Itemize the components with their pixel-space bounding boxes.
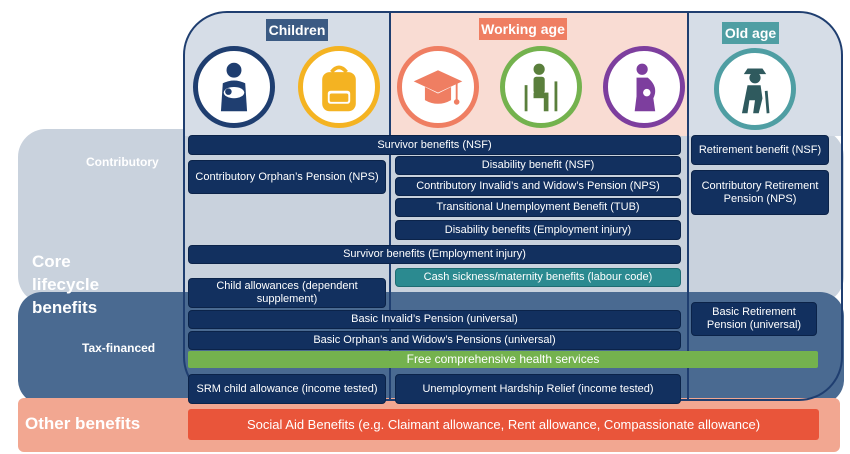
other-benefits-label: Other benefits	[25, 414, 141, 433]
basic-invalid-box: Basic Invalid’s Pension (universal)	[188, 310, 681, 329]
health-services-bar: Free comprehensive health services	[188, 351, 818, 368]
retirement-nsf-box: Retirement benefit (NSF)	[691, 135, 829, 165]
srm-child-box: SRM child allowance (income tested)	[188, 374, 386, 404]
tax-financed-label: Tax-financed	[82, 341, 156, 355]
children-header: Children	[266, 19, 328, 41]
tub-box: Transitional Unemployment Benefit (TUB)	[395, 198, 681, 217]
elderly-cane-icon	[714, 48, 796, 130]
school-bag-icon	[298, 46, 380, 128]
basic-retirement-box: Basic Retirement Pension (universal)	[691, 302, 817, 336]
orphan-nps-box: Contributory Orphan’s Pension (NPS)	[188, 160, 386, 194]
child-allowances-box: Child allowances (dependent supplement)	[188, 278, 386, 308]
hardship-box: Unemployment Hardship Relief (income tes…	[395, 374, 681, 404]
column-divider	[687, 12, 689, 400]
column-divider	[389, 12, 391, 400]
survivor-nsf-box: Survivor benefits (NSF)	[188, 135, 681, 155]
invalid-widow-nps-box: Contributory Invalid’s and Widow’s Pensi…	[395, 177, 681, 196]
survivor-injury-box: Survivor benefits (Employment injury)	[188, 245, 681, 264]
disability-injury-box: Disability benefits (Employment injury)	[395, 220, 681, 240]
mother-baby-icon	[193, 46, 275, 128]
pregnant-woman-icon	[603, 46, 685, 128]
disability-nsf-box: Disability benefit (NSF)	[395, 156, 681, 175]
worker-crutches-icon	[500, 46, 582, 128]
cash-sickness-box: Cash sickness/maternity benefits (labour…	[395, 268, 681, 287]
social-aid-box: Social Aid Benefits (e.g. Claimant allow…	[188, 409, 819, 440]
working-age-header: Working age	[479, 18, 567, 40]
contrib-retirement-nps-box: Contributory Retirement Pension (NPS)	[691, 170, 829, 215]
contributory-label: Contributory	[86, 155, 159, 169]
basic-orphan-widow-box: Basic Orphan’s and Widow’s Pensions (uni…	[188, 331, 681, 350]
core-lifecycle-label: Core lifecycle benefits	[32, 252, 100, 317]
old-age-header: Old age	[722, 22, 779, 44]
graduation-cap-icon	[397, 46, 479, 128]
